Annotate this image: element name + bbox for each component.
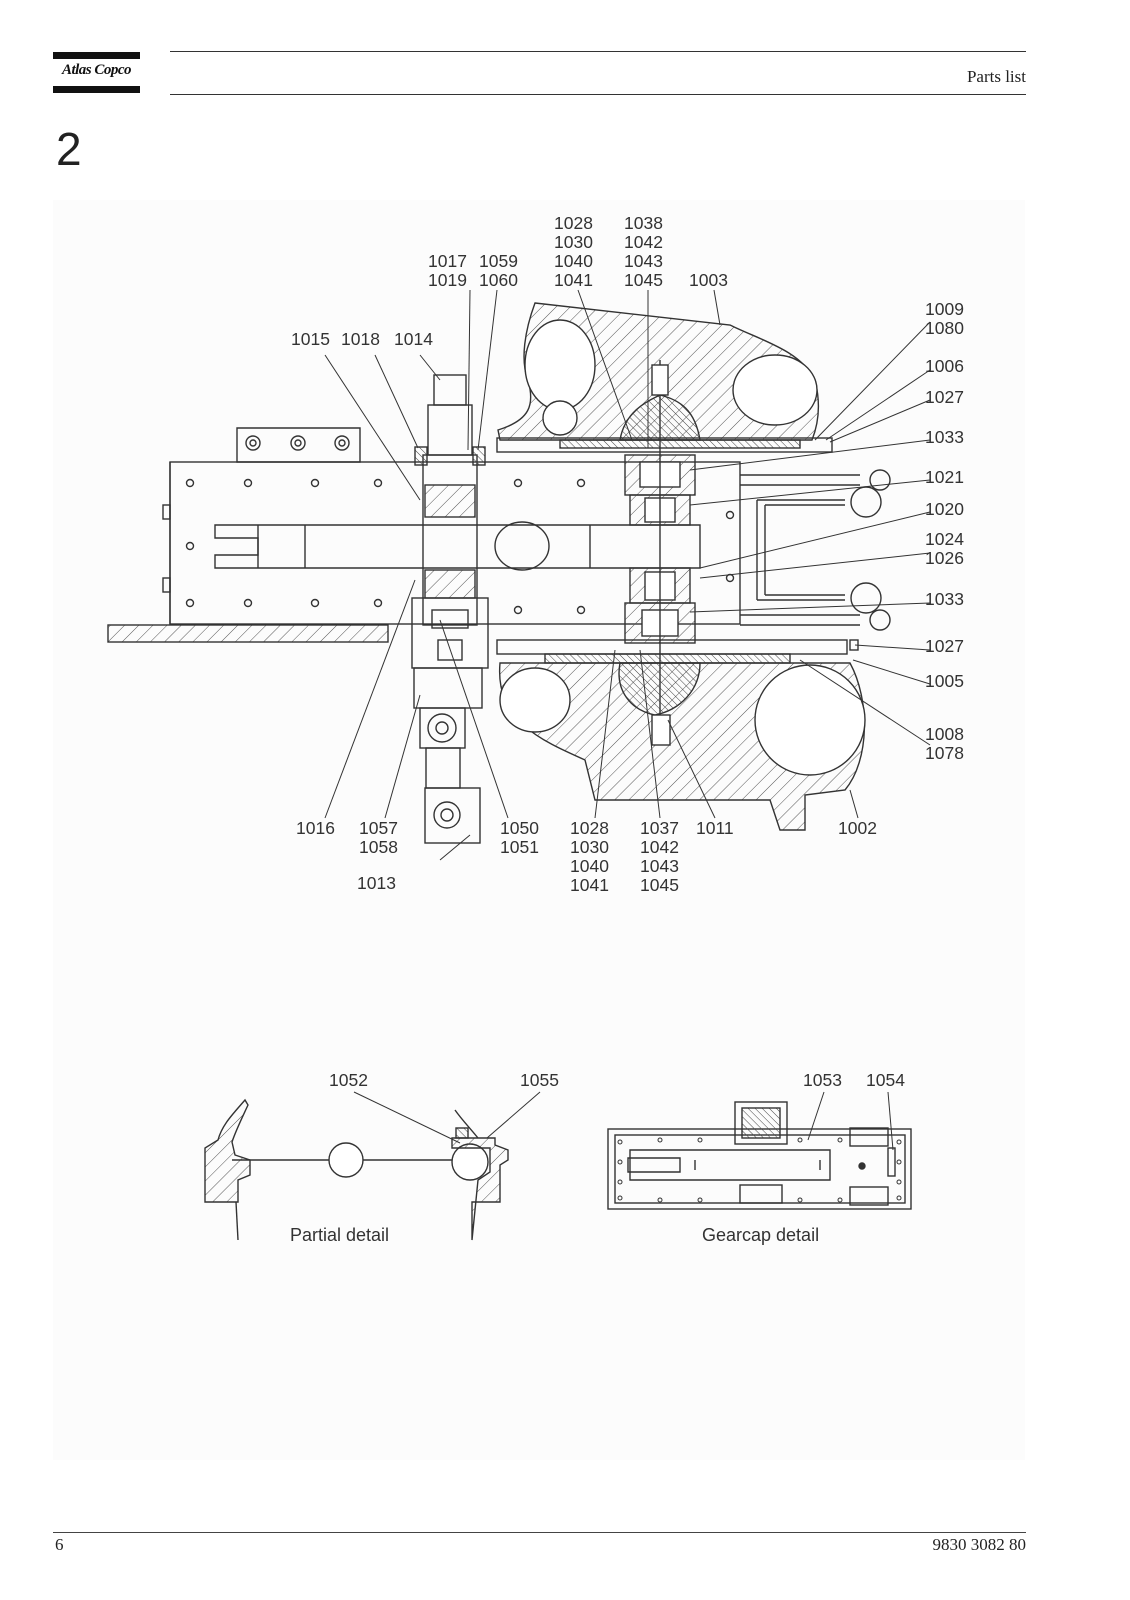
partial-detail-caption: Partial detail — [290, 1225, 389, 1245]
callout-1016: 1016 — [296, 818, 335, 838]
document-number: 9830 3082 80 — [932, 1535, 1027, 1554]
callout-1027: 1027 — [925, 636, 964, 656]
callout-1005: 1005 — [925, 671, 964, 691]
callout-1024: 1024 — [925, 529, 964, 549]
callout-1059: 1059 — [479, 251, 518, 271]
callout-1045: 1045 — [624, 270, 663, 290]
callout-1028: 1028 — [570, 818, 609, 838]
main-assembly-linework — [107, 302, 891, 844]
callout-1050: 1050 — [500, 818, 539, 838]
callout-1011: 1011 — [696, 818, 734, 838]
callout-1060: 1060 — [479, 270, 518, 290]
callout-1053: 1053 — [803, 1070, 842, 1090]
atlas-copco-logo: Atlas Copco — [53, 52, 140, 94]
gearcap-detail-caption: Gearcap detail — [702, 1225, 819, 1245]
callout-1041: 1041 — [570, 875, 609, 895]
callout-1057: 1057 — [359, 818, 398, 838]
callout-1040: 1040 — [570, 856, 609, 876]
logo-wordmark: Atlas Copco — [61, 62, 132, 78]
partial-detail-view: 1052 1055 Partial detail — [204, 1070, 559, 1245]
callout-1015: 1015 — [291, 329, 330, 349]
callout-1009: 1009 — [925, 299, 964, 319]
callout-1002: 1002 — [838, 818, 877, 838]
callout-1030: 1030 — [570, 837, 609, 857]
callout-1041: 1041 — [554, 270, 593, 290]
section-number: 2 — [56, 123, 82, 175]
footer-rule — [53, 1532, 1026, 1533]
callout-1052: 1052 — [329, 1070, 368, 1090]
callout-1021: 1021 — [925, 467, 964, 487]
callout-1014: 1014 — [394, 329, 433, 349]
callout-1042: 1042 — [624, 232, 663, 252]
callout-1030: 1030 — [554, 232, 593, 252]
logo-top-bar — [53, 52, 140, 59]
callout-1042: 1042 — [640, 837, 679, 857]
callout-leaders — [324, 289, 931, 861]
callout-1027: 1027 — [925, 387, 964, 407]
callout-1006: 1006 — [925, 356, 964, 376]
callout-1038: 1038 — [624, 213, 663, 233]
callout-1026: 1026 — [925, 548, 964, 568]
callout-1037: 1037 — [640, 818, 679, 838]
callout-1080: 1080 — [925, 318, 964, 338]
callout-1018: 1018 — [341, 329, 380, 349]
header-title: Parts list — [966, 67, 1026, 86]
header-rule-bottom — [170, 94, 1026, 95]
callout-1019: 1019 — [428, 270, 467, 290]
callout-1078: 1078 — [925, 743, 964, 763]
callout-1003: 1003 — [689, 270, 728, 290]
callout-1058: 1058 — [359, 837, 398, 857]
logo-bottom-bar — [53, 86, 140, 93]
callout-1008: 1008 — [925, 724, 964, 744]
callout-1033: 1033 — [925, 427, 964, 447]
callout-labels: 1028 1030 1040 1041 1038 1042 1043 1045 … — [291, 213, 964, 895]
gearcap-detail-view: 1053 1054 Gearcap detail — [607, 1070, 912, 1245]
callout-1013: 1013 — [357, 873, 396, 893]
callout-1055: 1055 — [520, 1070, 559, 1090]
callout-1020: 1020 — [925, 499, 964, 519]
callout-1033: 1033 — [925, 589, 964, 609]
page-number: 6 — [55, 1535, 64, 1554]
callout-1040: 1040 — [554, 251, 593, 271]
callout-1028: 1028 — [554, 213, 593, 233]
callout-1043: 1043 — [624, 251, 663, 271]
callout-1051: 1051 — [500, 837, 539, 857]
callout-1054: 1054 — [866, 1070, 905, 1090]
callout-1045: 1045 — [640, 875, 679, 895]
callout-1043: 1043 — [640, 856, 679, 876]
callout-1017: 1017 — [428, 251, 467, 271]
header-rule-top — [170, 51, 1026, 52]
